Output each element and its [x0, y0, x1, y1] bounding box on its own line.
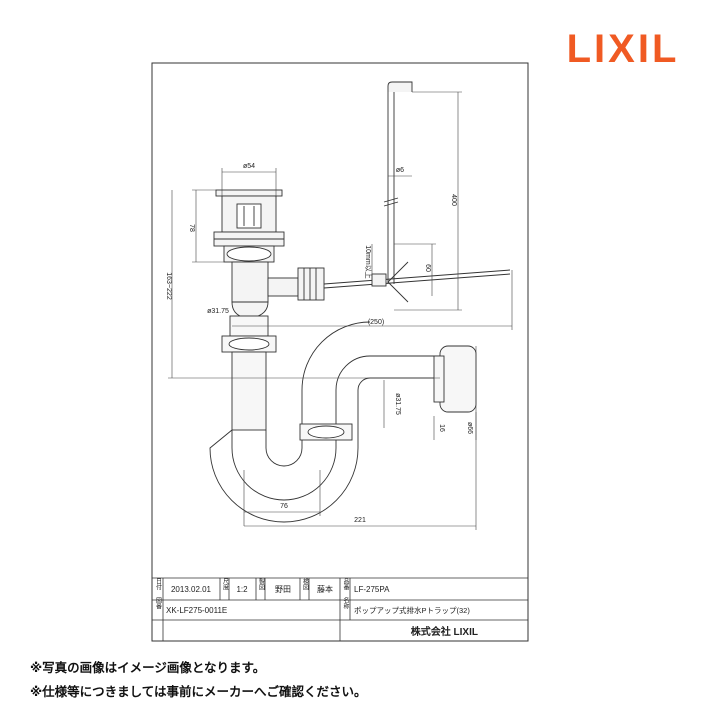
note-spec-disclaimer: ※仕様等につきましては事前にメーカーへご確認ください。: [30, 684, 367, 699]
drain-head: [213, 189, 285, 317]
tb-scale-label: 尺度: [222, 578, 229, 591]
pull-rod: [383, 81, 413, 284]
tb-date-value: 2013.02.01: [171, 585, 212, 594]
tb-model-value: LF-275PA: [354, 585, 390, 594]
tb-check-value: 藤本: [317, 584, 333, 594]
tb-drawn-value: 野田: [275, 585, 291, 594]
dim-221: 221: [354, 517, 366, 524]
dim-78: 78: [188, 224, 195, 232]
tb-name-value: ポップアップ式排水Pトラップ(32): [354, 605, 470, 615]
lixil-logo-mark: LIXIL: [567, 27, 680, 71]
dim-76: 76: [280, 503, 288, 510]
dim-d54: ø54: [243, 163, 255, 170]
tb-drawn-label: 製図: [258, 577, 265, 591]
title-block: [152, 577, 528, 641]
dim-16: 16: [438, 424, 445, 432]
dim-d3175-top: ø31.75: [207, 308, 229, 315]
note-image-disclaimer: ※写真の画像はイメージ画像となります。: [30, 660, 266, 675]
dim-10mm: 10mm以上: [364, 245, 373, 278]
tb-model-label: 品番: [342, 578, 349, 591]
tb-name-label: 名称: [342, 596, 349, 610]
dimension-lines: [168, 91, 513, 530]
logo-text: LIXIL: [567, 27, 680, 70]
tb-company: 株式会社 LIXIL: [411, 625, 478, 638]
tb-date-label: 日付: [155, 578, 162, 591]
popup-lever-assembly: [267, 261, 511, 303]
tb-drawing-no-value: XK-LF275-0011E: [166, 606, 227, 615]
lixil-logo: LIXIL: [548, 24, 698, 71]
dim-400: 400: [450, 194, 457, 206]
p-trap: [209, 315, 477, 523]
dim-d6: ø6: [396, 167, 404, 174]
dim-60: 60: [424, 264, 431, 272]
dim-d66: ø66: [466, 422, 473, 434]
tb-scale-value: 1:2: [236, 585, 248, 594]
tb-check-label: 検図: [302, 577, 309, 591]
dim-d3175-mid: ø31.75: [394, 393, 401, 415]
tb-drawing-no-label: 図番: [155, 597, 162, 610]
dim-163-222: 163~222: [165, 272, 172, 300]
dim-250: (250): [368, 319, 384, 326]
